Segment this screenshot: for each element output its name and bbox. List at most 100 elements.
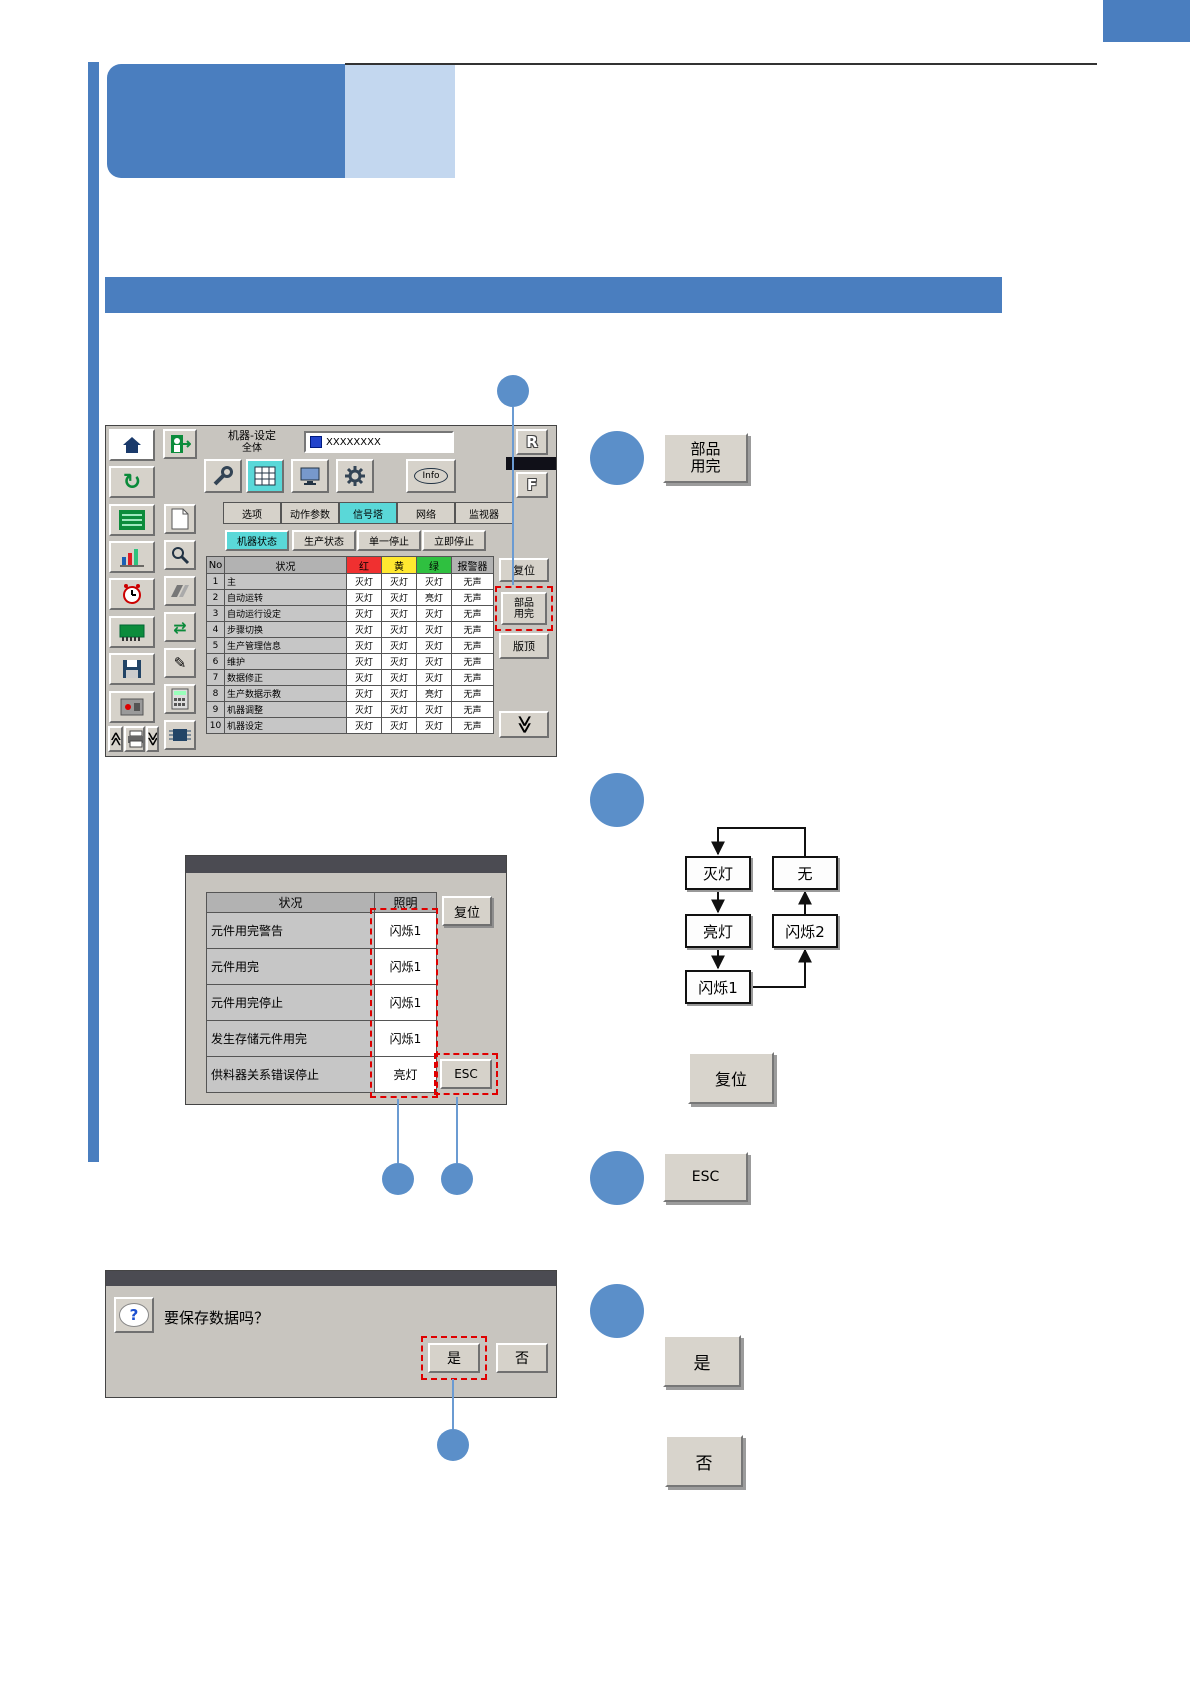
power-unit-icon[interactable] — [109, 691, 155, 723]
status-value[interactable]: 灭灯 — [347, 686, 382, 702]
status-value[interactable]: 无声 — [452, 622, 494, 638]
status-value[interactable]: 灭灯 — [347, 590, 382, 606]
tab-options[interactable]: 选项 — [223, 502, 281, 524]
status-value[interactable]: 灭灯 — [382, 638, 417, 654]
memory-board-icon[interactable] — [109, 616, 155, 648]
status-value[interactable]: 灭灯 — [347, 702, 382, 718]
subtab-single-stop[interactable]: 单一停止 — [357, 530, 421, 551]
status-value[interactable]: 灭灯 — [417, 622, 452, 638]
tab-motion-params[interactable]: 动作参数 — [281, 502, 339, 524]
printer-icon[interactable] — [124, 726, 145, 752]
status-value[interactable]: 灭灯 — [347, 638, 382, 654]
tab-monitor[interactable]: 监视器 — [455, 502, 513, 524]
status-value[interactable]: 无声 — [452, 702, 494, 718]
status-value[interactable]: 灭灯 — [382, 718, 417, 734]
reset-button[interactable]: 复位 — [499, 558, 549, 582]
collapse-down-icon[interactable]: ≫ — [146, 726, 159, 752]
status-value[interactable]: 灭灯 — [417, 718, 452, 734]
status-value[interactable]: 无声 — [452, 590, 494, 606]
subtab-machine-status[interactable]: 机器状态 — [225, 530, 289, 551]
yes-button[interactable]: 是 — [428, 1343, 480, 1373]
collapse-up-icon[interactable]: ≪ — [108, 726, 123, 752]
row-number: 2 — [207, 590, 225, 606]
page-top-button[interactable]: 版顶 — [499, 633, 549, 659]
transfer-icon[interactable]: ⇄ — [164, 612, 196, 642]
lighting-row: 元件用完闪烁1 — [207, 949, 437, 985]
pcb-icon[interactable] — [109, 504, 155, 536]
status-value[interactable]: 无声 — [452, 686, 494, 702]
status-value[interactable]: 亮灯 — [417, 590, 452, 606]
page-corner-accent — [1103, 0, 1190, 42]
lighting-value[interactable]: 闪烁1 — [375, 985, 437, 1021]
calculator-icon[interactable] — [164, 684, 196, 714]
status-name: 生产管理信息 — [225, 638, 347, 654]
tab-signal-tower[interactable]: 信号塔 — [339, 502, 397, 524]
status-value[interactable]: 无声 — [452, 654, 494, 670]
state-off: 灭灯 — [685, 856, 751, 890]
help-icon: ? — [114, 1297, 154, 1333]
no-button[interactable]: 否 — [496, 1343, 548, 1373]
status-value[interactable]: 灭灯 — [347, 606, 382, 622]
row-number: 9 — [207, 702, 225, 718]
status-value[interactable]: 亮灯 — [417, 686, 452, 702]
status-value[interactable]: 灭灯 — [347, 574, 382, 590]
chart-icon[interactable] — [109, 541, 155, 573]
status-value[interactable]: 灭灯 — [347, 654, 382, 670]
status-value[interactable]: 灭灯 — [347, 670, 382, 686]
lighting-value[interactable]: 闪烁1 — [375, 1021, 437, 1057]
status-value[interactable]: 灭灯 — [382, 686, 417, 702]
left-accent-strip — [88, 62, 99, 1162]
lighting-value[interactable]: 闪烁1 — [375, 949, 437, 985]
info-icon[interactable]: Info — [406, 459, 456, 493]
callout-circle-3 — [441, 1163, 473, 1195]
wrench-icon[interactable] — [204, 459, 242, 493]
r-key-button[interactable]: R — [516, 429, 548, 455]
lighting-value[interactable]: 亮灯 — [375, 1057, 437, 1093]
monitor-icon[interactable] — [291, 459, 329, 493]
floppy-icon[interactable] — [109, 653, 155, 685]
status-value[interactable]: 灭灯 — [382, 574, 417, 590]
status-value[interactable]: 灭灯 — [417, 670, 452, 686]
parts-out-button[interactable]: 部品用完 — [501, 592, 547, 625]
status-value[interactable]: 灭灯 — [382, 622, 417, 638]
status-value[interactable]: 无声 — [452, 574, 494, 590]
lighting-reset-button[interactable]: 复位 — [442, 896, 492, 926]
feeder-icon[interactable] — [164, 576, 196, 606]
status-value[interactable]: 灭灯 — [417, 638, 452, 654]
table-view-icon[interactable] — [246, 459, 284, 493]
status-value[interactable]: 灭灯 — [347, 718, 382, 734]
status-value[interactable]: 无声 — [452, 606, 494, 622]
subtab-immediate-stop[interactable]: 立即停止 — [422, 530, 486, 551]
clock-icon[interactable] — [109, 578, 155, 610]
lighting-value[interactable]: 闪烁1 — [375, 913, 437, 949]
status-value[interactable]: 灭灯 — [417, 574, 452, 590]
pencil-icon[interactable]: ✎ — [164, 648, 196, 678]
logout-icon[interactable] — [163, 429, 197, 459]
f-key-button[interactable]: F — [516, 472, 548, 498]
chip-icon[interactable] — [164, 720, 196, 750]
status-value[interactable]: 灭灯 — [382, 670, 417, 686]
document-icon[interactable] — [164, 504, 196, 534]
scroll-down-button[interactable]: ≫ — [499, 711, 549, 738]
status-value[interactable]: 灭灯 — [382, 590, 417, 606]
status-value[interactable]: 灭灯 — [417, 702, 452, 718]
status-value[interactable]: 无声 — [452, 638, 494, 654]
program-name-field[interactable]: XXXXXXXX — [304, 431, 454, 453]
gear-icon[interactable] — [336, 459, 374, 493]
status-value[interactable]: 灭灯 — [417, 654, 452, 670]
status-value[interactable]: 灭灯 — [347, 622, 382, 638]
esc-button[interactable]: ESC — [440, 1059, 492, 1089]
cycle-icon[interactable]: ↻ — [109, 466, 155, 498]
tab-network[interactable]: 网络 — [397, 502, 455, 524]
status-value[interactable]: 灭灯 — [382, 606, 417, 622]
status-value[interactable]: 灭灯 — [382, 702, 417, 718]
status-value[interactable]: 灭灯 — [382, 654, 417, 670]
home-icon[interactable] — [109, 429, 155, 461]
status-value[interactable]: 无声 — [452, 670, 494, 686]
magnifier-icon[interactable] — [164, 540, 196, 570]
status-value[interactable]: 灭灯 — [417, 606, 452, 622]
status-value[interactable]: 无声 — [452, 718, 494, 734]
subtab-production-status[interactable]: 生产状态 — [292, 530, 356, 551]
